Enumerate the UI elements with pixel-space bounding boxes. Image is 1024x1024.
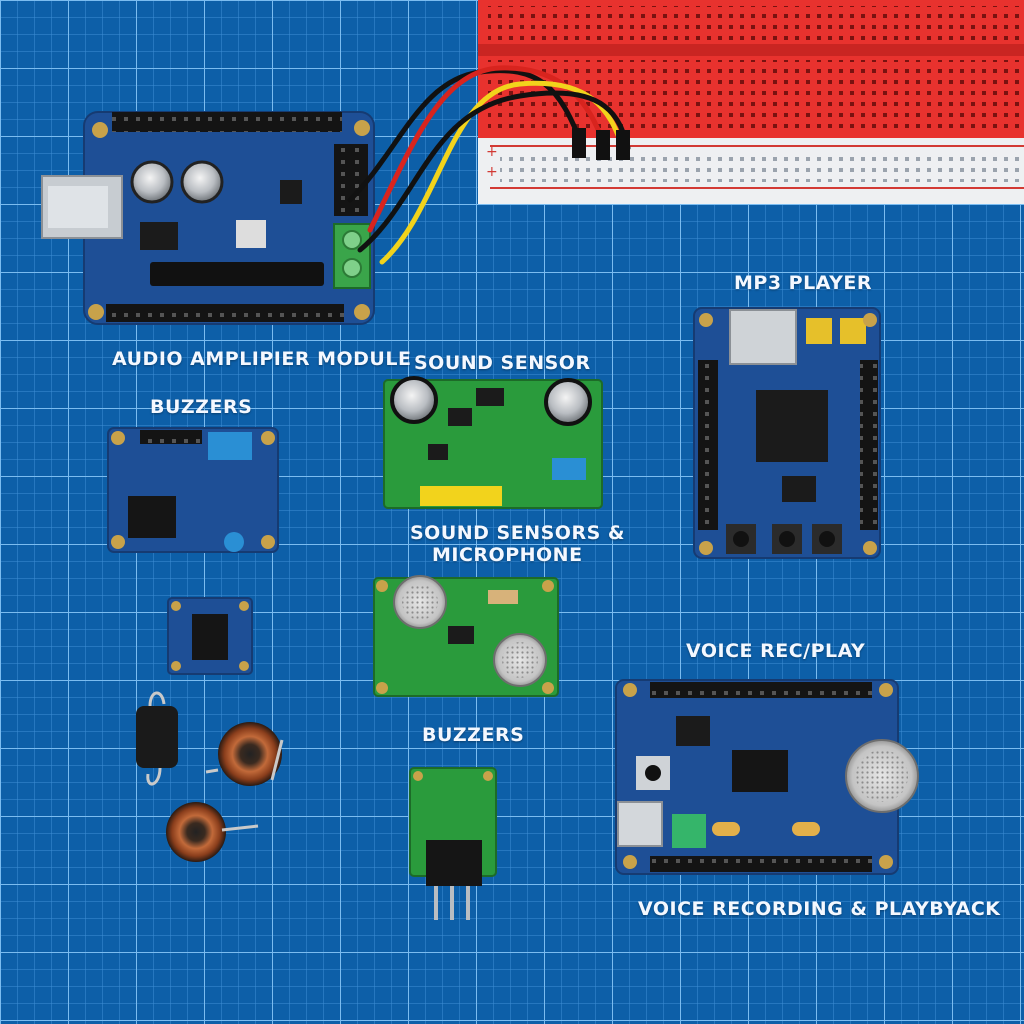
voice-record-board — [615, 679, 919, 875]
label-sound-sensors-line2: MICROPHONE — [432, 544, 583, 566]
buzzer-board-blue — [107, 427, 279, 553]
buzzer-module-green — [409, 767, 497, 920]
label-voice-rec-play: VOICE REC/PLAY — [686, 640, 866, 662]
label-buzzers-top: BUZZERS — [150, 396, 253, 418]
svg-text:+: + — [486, 164, 498, 180]
label-buzzers-bottom: BUZZERS — [422, 724, 525, 746]
sound-sensor-board — [383, 376, 603, 509]
audio-amplifier-board — [41, 111, 375, 325]
label-sound-sensors-line1: SOUND SENSORS & — [410, 522, 625, 544]
jumper-wires — [347, 65, 631, 265]
inductors — [136, 691, 284, 862]
mp3-player-board — [693, 307, 881, 559]
label-voice-recording: VOICE RECORDING & PLAYBYACK — [638, 898, 1001, 920]
label-audio-amplifier: AUDIO AMPLIPIER MODULE — [112, 348, 412, 370]
svg-text:+: + — [486, 144, 498, 160]
ic-breakout-board — [167, 597, 253, 675]
label-sound-sensor: SOUND SENSOR — [414, 352, 591, 374]
label-mp3-player: MP3 PLAYER — [734, 272, 872, 294]
microphone-board — [373, 575, 559, 697]
